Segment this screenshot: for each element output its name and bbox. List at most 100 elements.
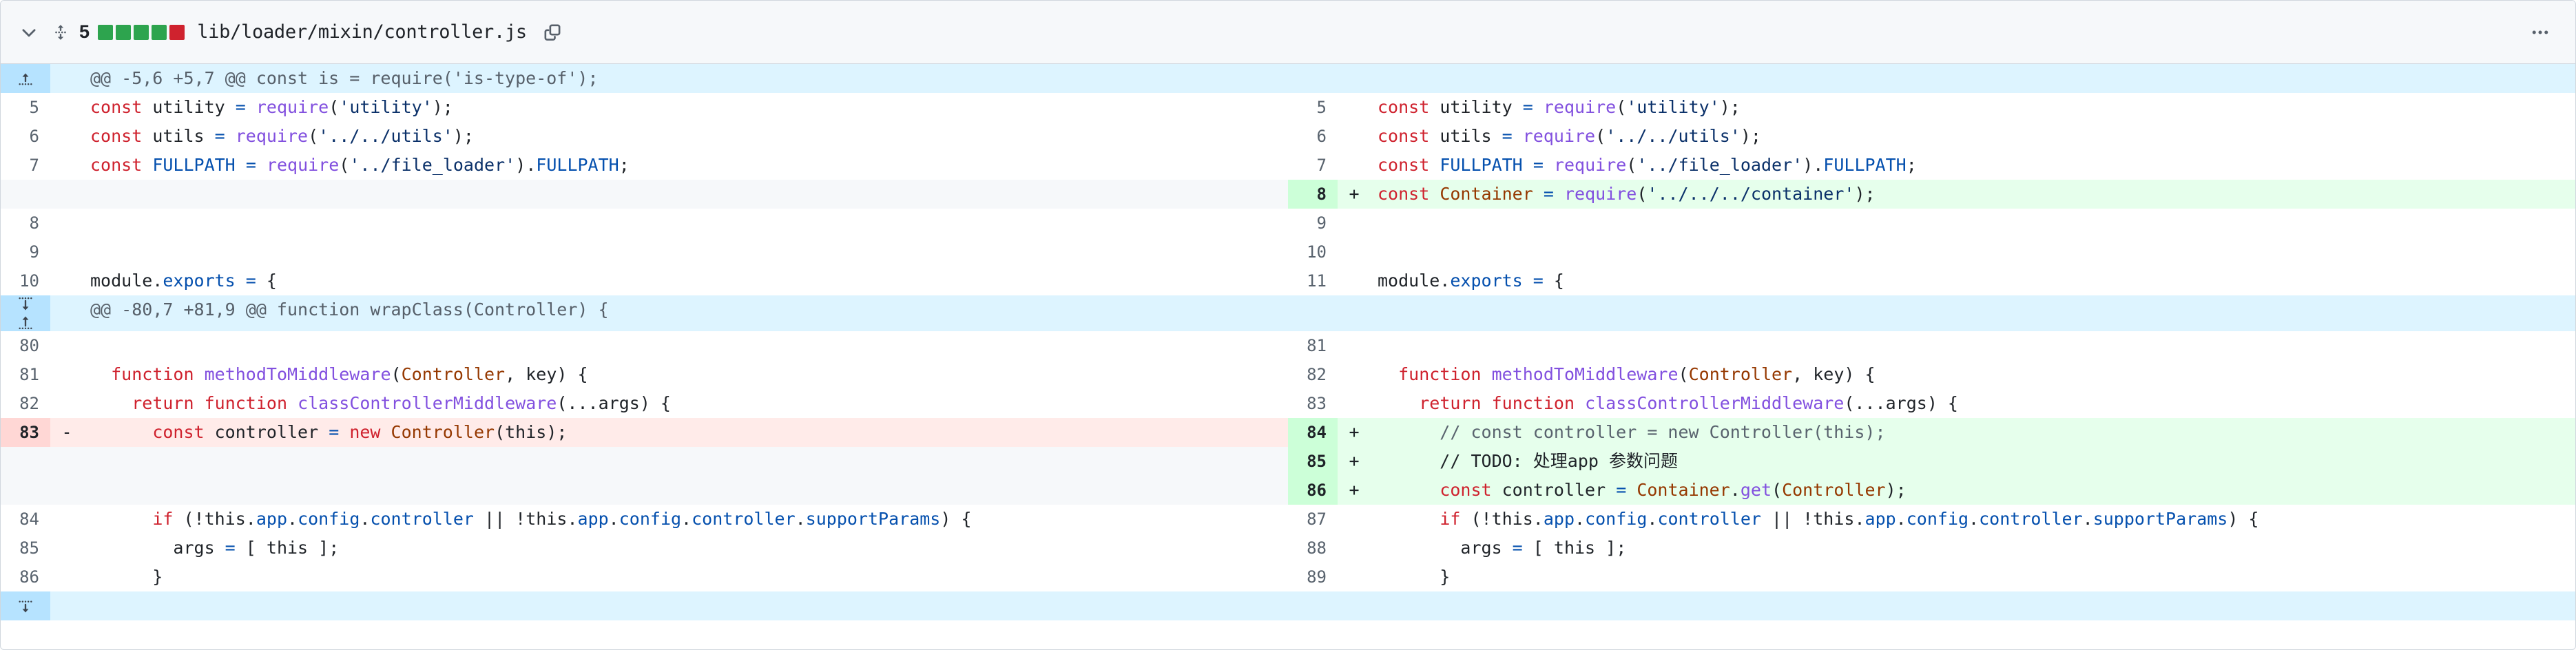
line-number-left bbox=[1, 476, 50, 505]
line-number-right[interactable]: 81 bbox=[1288, 331, 1338, 360]
line-number-right[interactable]: 11 bbox=[1288, 266, 1338, 295]
line-number-right[interactable]: 83 bbox=[1288, 389, 1338, 418]
bottom-expander-code bbox=[83, 591, 1288, 620]
line-marker-right bbox=[1338, 563, 1371, 591]
line-number-right[interactable]: 87 bbox=[1288, 505, 1338, 534]
line-number-right[interactable]: 9 bbox=[1288, 209, 1338, 238]
hunk-header-row[interactable]: @@ -5,6 +5,7 @@ const is = require('is-t… bbox=[1, 64, 2575, 93]
code-line-left bbox=[83, 180, 1288, 209]
code-line-right[interactable]: args = [ this ]; bbox=[1371, 534, 2575, 563]
table-row: 84 if (!this.app.config.controller || !t… bbox=[1, 505, 2575, 534]
line-number-left bbox=[1, 180, 50, 209]
expand-down-button[interactable] bbox=[1, 591, 50, 620]
code-line-left[interactable]: const FULLPATH = require('../file_loader… bbox=[83, 151, 1288, 180]
line-number-left[interactable]: 8 bbox=[1, 209, 50, 238]
line-number-right[interactable]: 84 bbox=[1288, 418, 1338, 447]
code-line-right[interactable]: // TODO: 处理app 参数问题 bbox=[1371, 447, 2575, 476]
line-number-right[interactable]: 86 bbox=[1288, 476, 1338, 505]
code-line-left[interactable]: const controller = new Controller(this); bbox=[83, 418, 1288, 447]
hunk-marker-cell bbox=[50, 64, 83, 93]
line-number-right[interactable]: 10 bbox=[1288, 238, 1338, 266]
line-marker-right bbox=[1338, 266, 1371, 295]
copy-icon[interactable] bbox=[537, 17, 568, 48]
code-line-right[interactable] bbox=[1371, 238, 2575, 266]
code-line-right[interactable]: // const controller = new Controller(thi… bbox=[1371, 418, 2575, 447]
table-row: 83 - const controller = new Controller(t… bbox=[1, 418, 2575, 447]
line-marker-left bbox=[50, 447, 83, 476]
code-line-right[interactable] bbox=[1371, 209, 2575, 238]
code-line-left[interactable] bbox=[83, 238, 1288, 266]
diff-table: @@ -5,6 +5,7 @@ const is = require('is-t… bbox=[1, 64, 2575, 620]
line-marker-left: - bbox=[50, 418, 83, 447]
code-line-right[interactable]: return function classControllerMiddlewar… bbox=[1371, 389, 2575, 418]
code-line-right[interactable] bbox=[1371, 331, 2575, 360]
code-line-right[interactable]: const Container = require('../../../cont… bbox=[1371, 180, 2575, 209]
code-line-right[interactable]: function methodToMiddleware(Controller, … bbox=[1371, 360, 2575, 389]
code-line-left[interactable]: const utils = require('../../utils'); bbox=[83, 122, 1288, 151]
chevron-down-icon[interactable] bbox=[13, 17, 45, 48]
table-row: 81 function methodToMiddleware(Controlle… bbox=[1, 360, 2575, 389]
line-marker-left bbox=[50, 93, 83, 122]
diffstat-square bbox=[134, 25, 149, 40]
line-number-left[interactable]: 9 bbox=[1, 238, 50, 266]
code-line-right[interactable]: } bbox=[1371, 563, 2575, 591]
line-number-left[interactable]: 86 bbox=[1, 563, 50, 591]
table-row: 9 10 bbox=[1, 238, 2575, 266]
code-line-left[interactable]: module.exports = { bbox=[83, 266, 1288, 295]
code-line-left[interactable]: return function classControllerMiddlewar… bbox=[83, 389, 1288, 418]
line-number-right[interactable]: 85 bbox=[1288, 447, 1338, 476]
line-number-left[interactable]: 6 bbox=[1, 122, 50, 151]
hunk-right-gutter bbox=[1288, 64, 1338, 93]
code-line-right[interactable]: const controller = Container.get(Control… bbox=[1371, 476, 2575, 505]
line-number-left[interactable]: 5 bbox=[1, 93, 50, 122]
file-path[interactable]: lib/loader/mixin/controller.js bbox=[197, 21, 527, 43]
line-marker-left bbox=[50, 505, 83, 534]
diffstat-square bbox=[152, 25, 167, 40]
table-row: 8 + const Container = require('../../../… bbox=[1, 180, 2575, 209]
code-line-right[interactable]: const utility = require('utility'); bbox=[1371, 93, 2575, 122]
expand-all-icon[interactable] bbox=[45, 17, 76, 48]
line-number-left[interactable]: 81 bbox=[1, 360, 50, 389]
code-line-left[interactable]: const utility = require('utility'); bbox=[83, 93, 1288, 122]
kebab-horizontal-icon[interactable] bbox=[2524, 17, 2556, 48]
code-line-right[interactable]: const utils = require('../../utils'); bbox=[1371, 122, 2575, 151]
code-line-right[interactable]: module.exports = { bbox=[1371, 266, 2575, 295]
line-marker-left bbox=[50, 238, 83, 266]
code-line-right[interactable]: const FULLPATH = require('../file_loader… bbox=[1371, 151, 2575, 180]
line-number-left[interactable]: 84 bbox=[1, 505, 50, 534]
table-row: 85 + // TODO: 处理app 参数问题 bbox=[1, 447, 2575, 476]
line-number-left[interactable]: 10 bbox=[1, 266, 50, 295]
line-marker-right: + bbox=[1338, 180, 1371, 209]
line-number-left[interactable]: 82 bbox=[1, 389, 50, 418]
table-row: 80 81 bbox=[1, 331, 2575, 360]
expand-updown-button[interactable] bbox=[1, 295, 50, 331]
line-number-left[interactable]: 83 bbox=[1, 418, 50, 447]
line-number-right[interactable]: 7 bbox=[1288, 151, 1338, 180]
line-number-right[interactable]: 5 bbox=[1288, 93, 1338, 122]
line-number-right[interactable]: 6 bbox=[1288, 122, 1338, 151]
line-number-right[interactable]: 88 bbox=[1288, 534, 1338, 563]
code-line-left[interactable]: if (!this.app.config.controller || !this… bbox=[83, 505, 1288, 534]
line-marker-right bbox=[1338, 93, 1371, 122]
line-marker-left bbox=[50, 534, 83, 563]
code-line-left[interactable]: function methodToMiddleware(Controller, … bbox=[83, 360, 1288, 389]
table-row: 8 9 bbox=[1, 209, 2575, 238]
code-line-left[interactable]: args = [ this ]; bbox=[83, 534, 1288, 563]
code-line-left[interactable]: } bbox=[83, 563, 1288, 591]
file-header-left: 5 lib/loader/mixin/controller.js bbox=[13, 17, 2524, 48]
expand-up-button[interactable] bbox=[1, 64, 50, 93]
line-number-left[interactable]: 7 bbox=[1, 151, 50, 180]
hunk-header-row[interactable]: @@ -80,7 +81,9 @@ function wrapClass(Con… bbox=[1, 295, 2575, 331]
code-line-left[interactable] bbox=[83, 209, 1288, 238]
line-number-right[interactable]: 82 bbox=[1288, 360, 1338, 389]
line-marker-right bbox=[1338, 505, 1371, 534]
diff-rows: @@ -5,6 +5,7 @@ const is = require('is-t… bbox=[1, 64, 2575, 620]
line-number-left[interactable]: 85 bbox=[1, 534, 50, 563]
bottom-expander-row[interactable] bbox=[1, 591, 2575, 620]
table-row: 6 const utils = require('../../utils'); … bbox=[1, 122, 2575, 151]
line-number-right[interactable]: 89 bbox=[1288, 563, 1338, 591]
line-number-right[interactable]: 8 bbox=[1288, 180, 1338, 209]
line-number-left[interactable]: 80 bbox=[1, 331, 50, 360]
code-line-right[interactable]: if (!this.app.config.controller || !this… bbox=[1371, 505, 2575, 534]
code-line-left[interactable] bbox=[83, 331, 1288, 360]
